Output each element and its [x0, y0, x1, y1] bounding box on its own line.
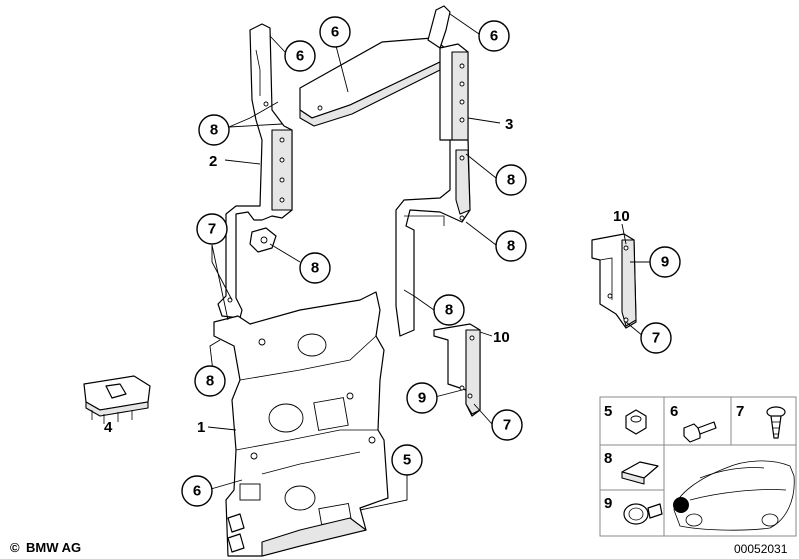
vehicle-location-icon [673, 460, 795, 531]
callout-6-bottom-left[interactable]: 6 [181, 475, 213, 507]
callout-label: 7 [208, 221, 216, 238]
legend-cell-6[interactable]: 6 [670, 403, 717, 443]
bolt-icon [683, 421, 717, 443]
clip-nut-icon [621, 461, 659, 485]
callout-8-mid-left[interactable]: 8 [299, 252, 331, 284]
callout-label: 10 [493, 329, 510, 346]
callout-label: 8 [210, 122, 218, 139]
brand-name: BMW AG [26, 540, 81, 555]
fastener-legend: 5 6 7 8 [599, 396, 797, 537]
screw-icon [766, 406, 786, 439]
label-3[interactable]: 3 [505, 116, 513, 133]
callout-8-lower-left[interactable]: 8 [194, 365, 226, 397]
callout-label: 4 [104, 419, 113, 436]
callout-label: 8 [507, 172, 515, 189]
callout-7-center[interactable]: 7 [491, 409, 523, 441]
callout-label: 9 [661, 254, 669, 271]
callout-6-top-left[interactable]: 6 [284, 40, 316, 72]
legend-number: 7 [736, 403, 744, 420]
callout-label: 6 [331, 24, 339, 41]
callout-9-right[interactable]: 9 [649, 246, 681, 278]
legend-cell-7[interactable]: 7 [736, 403, 786, 439]
callout-9-center[interactable]: 9 [406, 382, 438, 414]
callout-label: 9 [418, 390, 426, 407]
legend-number: 5 [604, 403, 612, 420]
bracket-part-3 [299, 5, 471, 337]
callout-5[interactable]: 5 [391, 444, 423, 476]
callout-label: 5 [403, 452, 411, 469]
callout-label: 7 [503, 417, 511, 434]
callout-8-right-b[interactable]: 8 [495, 230, 527, 262]
legend-number: 9 [604, 495, 612, 512]
callout-7-right[interactable]: 7 [640, 322, 672, 354]
callout-label: 8 [445, 302, 453, 319]
legend-cell-9[interactable]: 9 [604, 495, 663, 525]
callout-7-left[interactable]: 7 [196, 213, 228, 245]
callout-label: 10 [613, 208, 630, 225]
callout-label: 1 [197, 419, 205, 436]
callout-label: 3 [505, 116, 513, 133]
leader-lines [207, 13, 650, 511]
bracket-part-2 [217, 23, 293, 319]
mounting-plate-part-1 [213, 291, 389, 557]
copyright-symbol: © [10, 540, 20, 555]
callout-6-top-right[interactable]: 6 [478, 20, 510, 52]
small-bracket-right [591, 233, 637, 329]
callout-label: 8 [311, 260, 319, 277]
callout-8-upper-left[interactable]: 8 [198, 114, 230, 146]
small-bracket-center [433, 323, 481, 417]
callout-8-right-a[interactable]: 8 [495, 164, 527, 196]
callout-8-center[interactable]: 8 [433, 294, 465, 326]
callout-label: 8 [507, 238, 515, 255]
legend-cell-5[interactable]: 5 [604, 403, 647, 435]
callout-6-top-mid[interactable]: 6 [319, 16, 351, 48]
label-4[interactable]: 4 [104, 419, 113, 436]
push-rivet-icon [623, 503, 663, 525]
legend-cell-8[interactable]: 8 [604, 450, 659, 485]
callout-label: 7 [652, 330, 660, 347]
label-10-center[interactable]: 10 [493, 329, 510, 346]
label-10-right[interactable]: 10 [613, 208, 630, 225]
callout-label: 8 [206, 373, 214, 390]
callout-label: 6 [296, 48, 304, 65]
callout-label: 6 [193, 483, 201, 500]
legend-number: 8 [604, 450, 612, 467]
callout-label: 2 [209, 153, 217, 170]
legend-number: 6 [670, 403, 678, 420]
footer: © BMW AG 00052031 [10, 540, 788, 556]
label-2[interactable]: 2 [209, 153, 217, 170]
label-1[interactable]: 1 [197, 419, 205, 436]
callout-label: 6 [490, 28, 498, 45]
location-marker [673, 497, 689, 513]
clip-part-4 [83, 375, 151, 424]
diagram-id: 00052031 [734, 542, 788, 556]
